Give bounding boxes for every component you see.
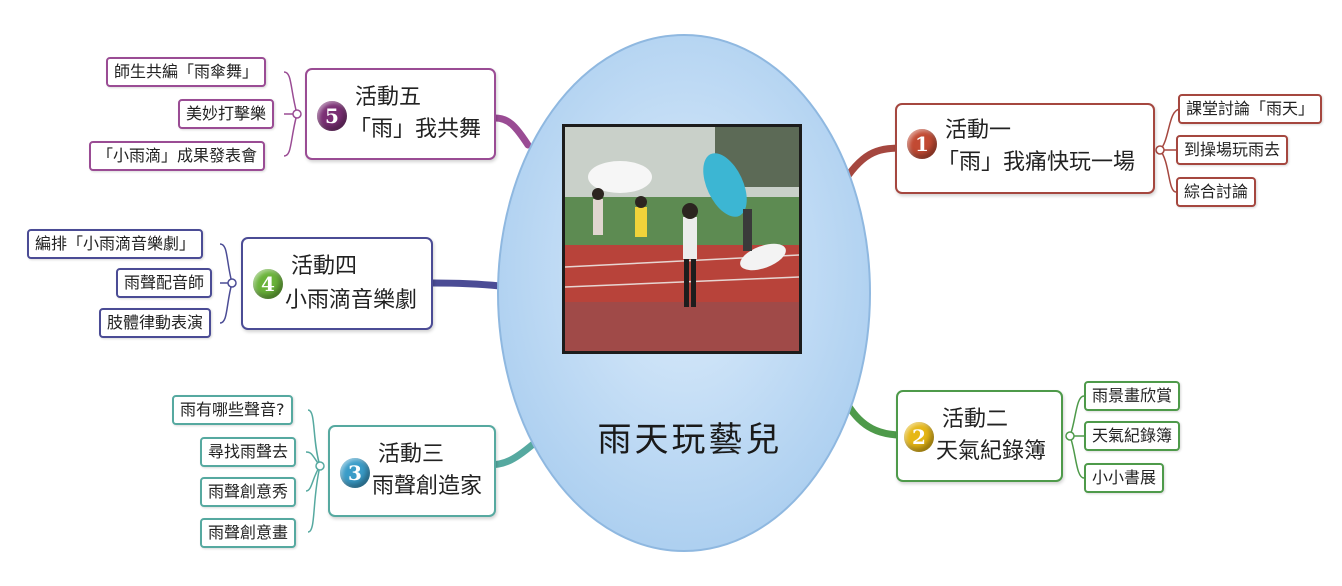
sub-branches-activity-4 xyxy=(219,243,237,324)
activity-3-task-4[interactable]: 雨聲創意畫 xyxy=(200,518,297,548)
activity-4-subtitle: 小雨滴音樂劇 xyxy=(285,288,418,313)
activity-4-task-3[interactable]: 肢體律動表演 xyxy=(99,308,212,338)
activity-5-title: 活動五 xyxy=(355,85,422,110)
sub-branches-activity-5 xyxy=(283,71,302,157)
activity-4-task-2[interactable]: 雨聲配音師 xyxy=(116,268,213,298)
branch-activity-2 xyxy=(844,401,906,439)
number-1-icon: 1 xyxy=(907,129,937,159)
activity-1-subtitle: 「雨」我痛快玩一場 xyxy=(937,150,1136,175)
activity-3-task-2[interactable]: 尋找雨聲去 xyxy=(200,437,297,467)
activity-1-task-3[interactable]: 綜合討論 xyxy=(1176,177,1257,207)
sub-branches-activity-3 xyxy=(305,409,325,533)
number-5-icon: 5 xyxy=(317,101,347,131)
activity-3-task-1[interactable]: 雨有哪些聲音? xyxy=(172,395,293,425)
activity-5-node[interactable]: 5 活動五 「雨」我共舞 xyxy=(305,68,496,160)
activity-1-task-2[interactable]: 到操場玩雨去 xyxy=(1176,135,1289,165)
activity-4-task-1[interactable]: 編排「小雨滴音樂劇」 xyxy=(27,229,204,259)
activity-2-node[interactable]: 2 活動二 天氣紀錄簿 xyxy=(896,390,1063,482)
activity-3-title: 活動三 xyxy=(378,442,445,467)
activity-1-title: 活動一 xyxy=(945,118,1012,143)
activity-5-task-3[interactable]: 「小雨滴」成果發表會 xyxy=(89,141,266,171)
number-4-icon: 4 xyxy=(253,269,283,299)
activity-5-task-1[interactable]: 師生共編「雨傘舞」 xyxy=(106,57,267,87)
activity-5-subtitle: 「雨」我共舞 xyxy=(349,117,482,142)
number-3-icon: 3 xyxy=(340,458,370,488)
branch-activity-5 xyxy=(491,114,532,149)
activity-2-title: 活動二 xyxy=(942,407,1009,432)
center-title: 雨天玩藝兒 xyxy=(597,420,783,460)
sub-branches-activity-1 xyxy=(1155,108,1181,193)
activity-2-task-2[interactable]: 天氣紀錄簿 xyxy=(1084,421,1181,451)
branch-activity-4 xyxy=(429,279,504,290)
activity-4-node[interactable]: 4 活動四 小雨滴音樂劇 xyxy=(241,237,433,330)
activity-3-subtitle: 雨聲創造家 xyxy=(372,474,483,499)
activity-4-title: 活動四 xyxy=(291,254,358,279)
activity-2-task-1[interactable]: 雨景畫欣賞 xyxy=(1084,381,1181,411)
activity-5-task-2[interactable]: 美妙打擊樂 xyxy=(178,99,275,129)
center-photo xyxy=(562,124,802,354)
activity-1-task-1[interactable]: 課堂討論「雨天」 xyxy=(1178,94,1323,124)
activity-3-task-3[interactable]: 雨聲創意秀 xyxy=(200,477,297,507)
activity-3-node[interactable]: 3 活動三 雨聲創造家 xyxy=(328,425,496,517)
activity-2-task-3[interactable]: 小小書展 xyxy=(1084,463,1165,493)
sub-branches-activity-2 xyxy=(1065,395,1085,479)
activity-2-subtitle: 天氣紀錄簿 xyxy=(936,439,1047,464)
number-2-icon: 2 xyxy=(904,422,934,452)
activity-1-node[interactable]: 1 活動一 「雨」我痛快玩一場 xyxy=(895,103,1155,194)
rain-play-photo xyxy=(565,127,799,351)
